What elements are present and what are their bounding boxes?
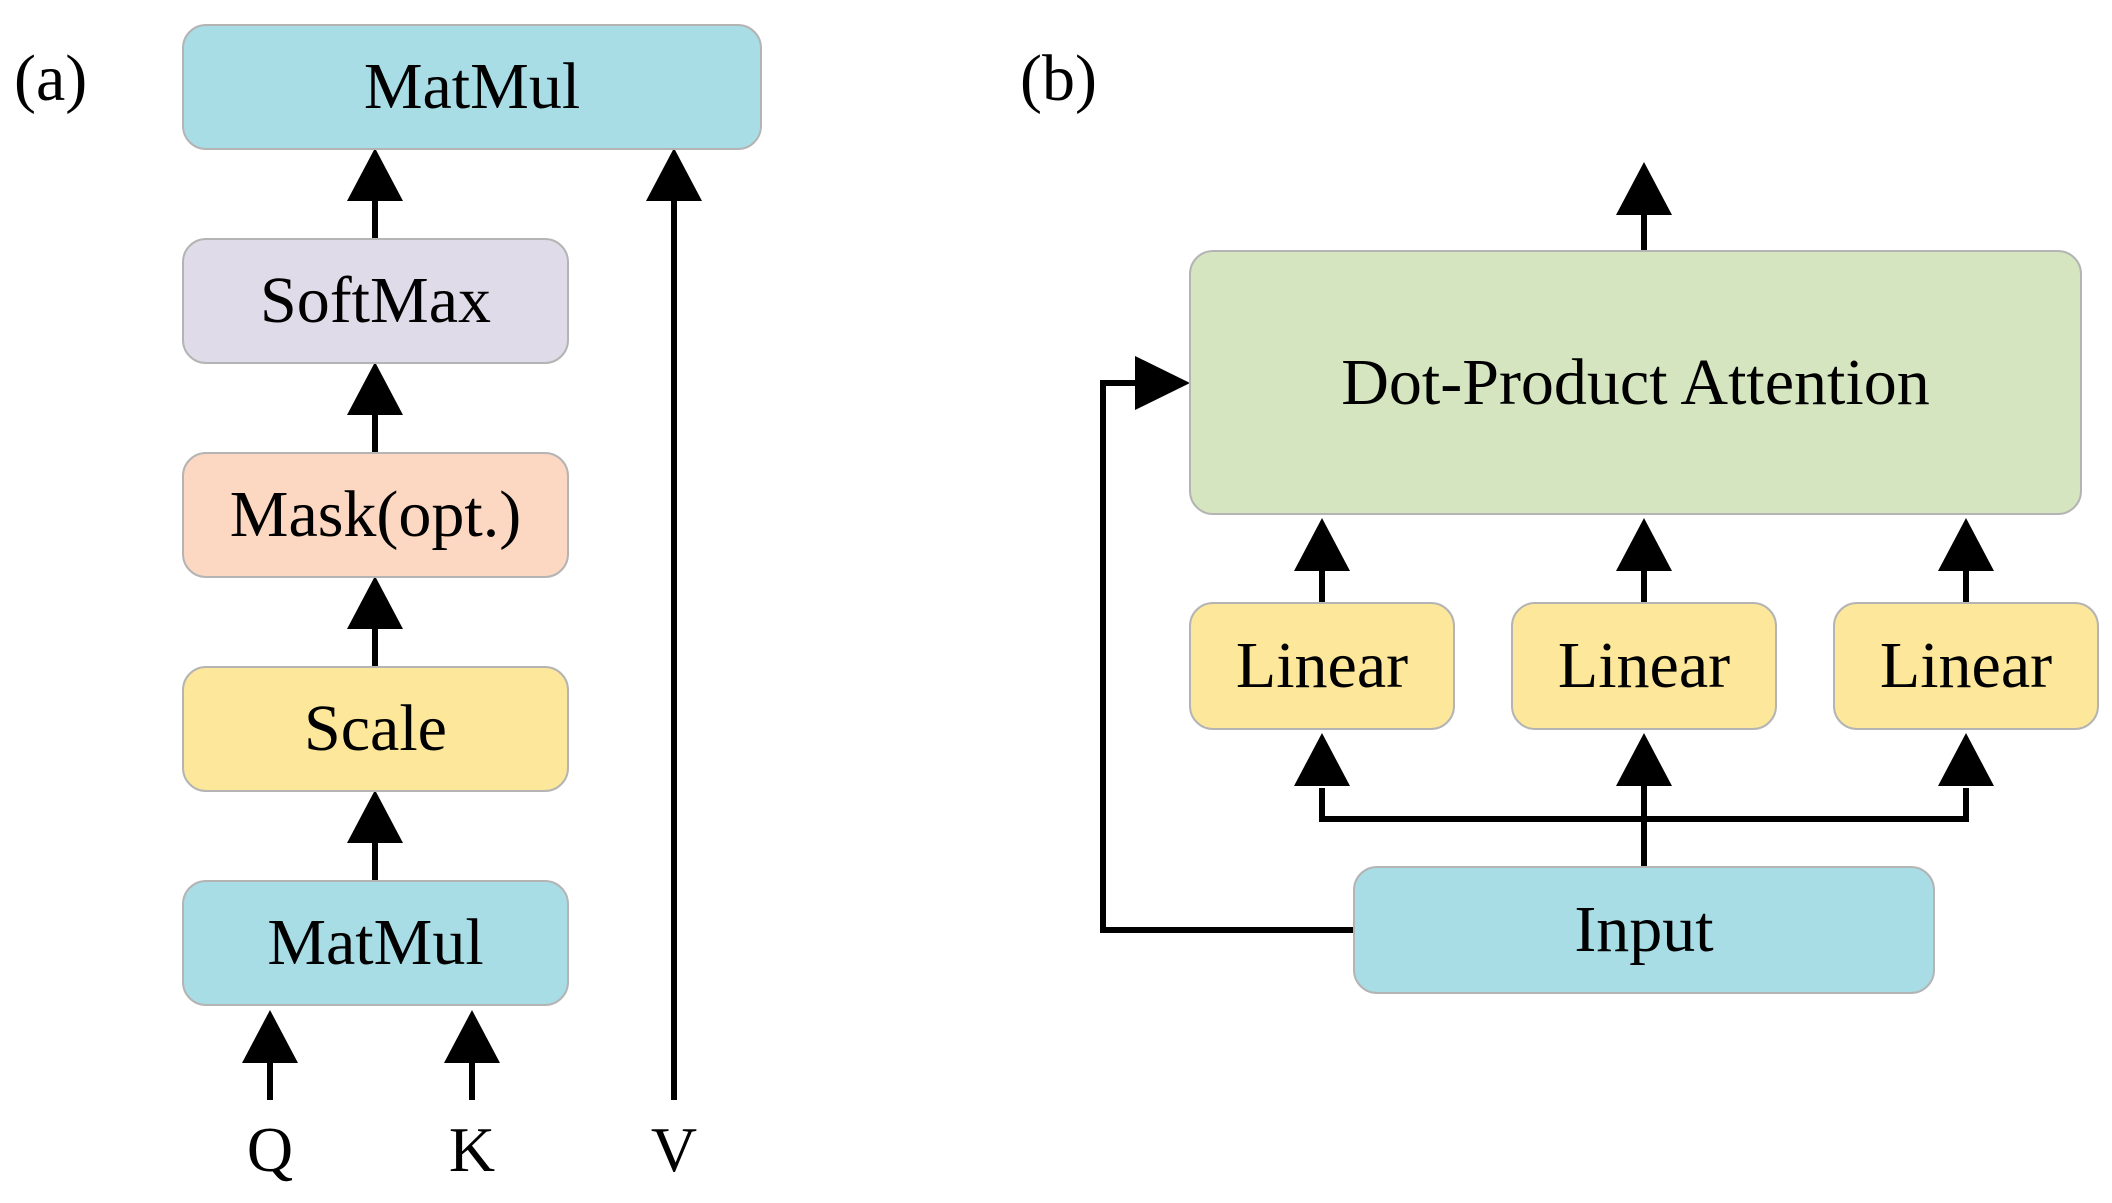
wire-input-to-linear3 [1644, 788, 1969, 822]
arrowhead-into-linear3 [1938, 733, 1994, 786]
input-k-label: K [448, 1114, 496, 1185]
arrowhead-q [242, 1010, 298, 1063]
panel-b-label: (b) [1020, 42, 1097, 115]
softmax-block: SoftMax [182, 238, 569, 364]
wire-input-skip-to-attention [1100, 380, 1353, 933]
wire-input-to-linear1 [1319, 788, 1644, 822]
matmul-bottom-block: MatMul [182, 880, 569, 1006]
input-block: Input [1353, 866, 1935, 994]
scale-block: Scale [182, 666, 569, 792]
dot-product-attention-block: Dot-Product Attention [1189, 250, 2082, 515]
arrowhead-linear3-up [1938, 518, 1994, 571]
arrowhead-softmax [347, 362, 403, 415]
arrowhead-skip [1135, 356, 1190, 410]
arrowhead-k [444, 1010, 500, 1063]
arrowhead-linear1-up [1294, 518, 1350, 571]
panel-a-label: (a) [14, 42, 88, 115]
arrowhead-output [1616, 162, 1672, 215]
linear-block-1: Linear [1189, 602, 1455, 730]
input-v-label: V [650, 1114, 698, 1185]
linear-block-3: Linear [1833, 602, 2099, 730]
arrowhead-into-linear1 [1294, 733, 1350, 786]
arrowhead-into-linear2 [1616, 733, 1672, 786]
arrowhead-linear2-up [1616, 518, 1672, 571]
input-q-label: Q [246, 1114, 294, 1185]
arrowhead-v [646, 148, 702, 201]
arrowhead-matmul-top [347, 148, 403, 201]
linear-block-2: Linear [1511, 602, 1777, 730]
matmul-top-block: MatMul [182, 24, 762, 150]
arrowhead-mask [347, 576, 403, 629]
mask-block: Mask(opt.) [182, 452, 569, 578]
arrowhead-scale [347, 790, 403, 843]
